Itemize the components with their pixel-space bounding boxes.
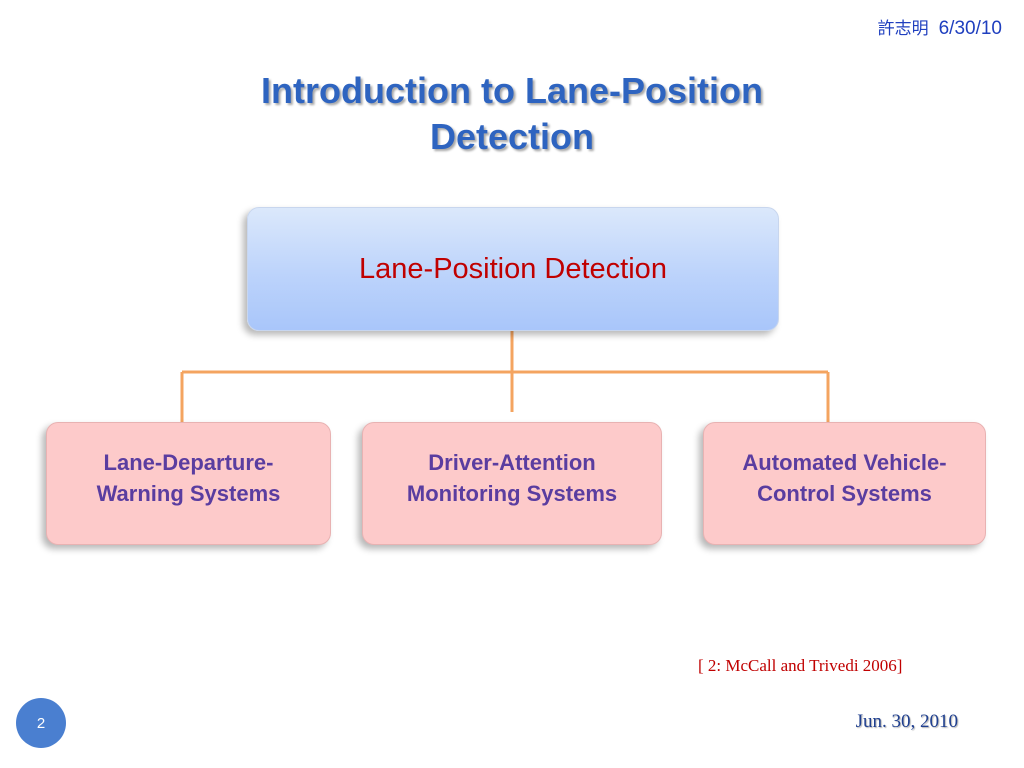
child-node-lane-departure: Lane-Departure- Warning Systems xyxy=(46,422,331,545)
child-node-label: Driver-Attention Monitoring Systems xyxy=(407,447,617,509)
slide-title: Introduction to Lane-Position Detection xyxy=(0,68,1024,160)
child-node-label-line-1: Automated Vehicle- xyxy=(742,449,947,475)
child-node-label-line-1: Lane-Departure- xyxy=(103,449,274,475)
header-meta: 許志明 6/30/10 xyxy=(878,14,1002,40)
child-node-label-line-1: Driver-Attention xyxy=(428,449,596,475)
slide-title-line-2: Detection xyxy=(429,116,595,157)
slide-number-badge: 2 xyxy=(16,698,66,748)
child-node-label-line-2: Control Systems xyxy=(757,480,932,506)
child-node-label: Automated Vehicle- Control Systems xyxy=(742,447,946,509)
child-node-label: Lane-Departure- Warning Systems xyxy=(97,447,281,509)
root-node: Lane-Position Detection xyxy=(247,207,779,331)
child-node-driver-attention: Driver-Attention Monitoring Systems xyxy=(362,422,662,545)
child-node-label-line-2: Warning Systems xyxy=(96,480,281,506)
citation: [ 2: McCall and Trivedi 2006] xyxy=(698,656,903,675)
author-name: 許志明 xyxy=(877,19,929,39)
root-node-label: Lane-Position Detection xyxy=(359,252,667,285)
slide-title-line-1: Introduction to Lane-Position xyxy=(261,70,763,111)
footer-date: Jun. 30, 2010 xyxy=(855,711,958,732)
child-node-label-line-2: Monitoring Systems xyxy=(406,480,618,506)
child-node-automated-vehicle: Automated Vehicle- Control Systems xyxy=(703,422,986,545)
header-date: 6/30/10 xyxy=(938,18,1002,39)
